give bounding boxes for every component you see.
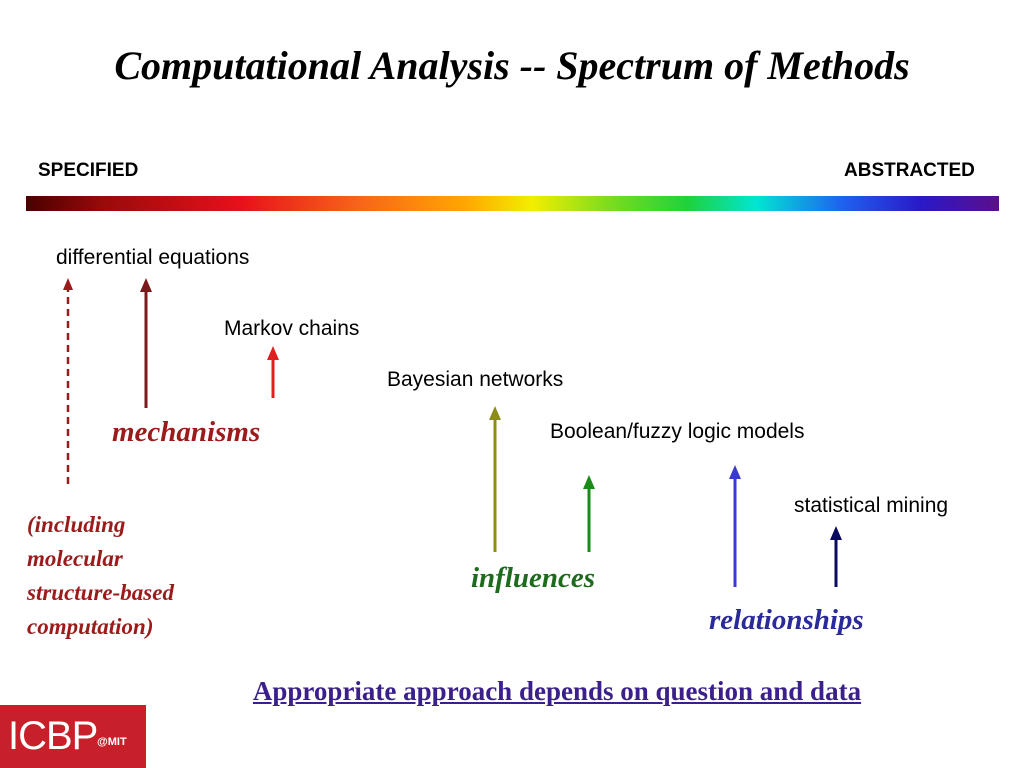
method-boolean-fuzzy-logic: Boolean/fuzzy logic models	[550, 420, 805, 443]
arrow-differential-equations	[140, 278, 152, 408]
method-differential-equations: differential equations	[56, 246, 250, 269]
logo-sub-text: @MIT	[97, 736, 127, 748]
category-relationships: relationships	[709, 604, 864, 636]
method-markov-chains: Markov chains	[224, 317, 360, 340]
arrow-statistical-mining	[830, 526, 842, 587]
arrow-boolean-fuzzy	[583, 475, 595, 552]
arrow-relationships	[729, 465, 741, 587]
category-influences: influences	[471, 562, 596, 594]
spectrum-bar	[26, 196, 999, 211]
icbp-logo: ICBP @MIT	[0, 705, 146, 768]
method-statistical-mining: statistical mining	[794, 494, 949, 517]
spectrum-label-specified: SPECIFIED	[38, 160, 139, 181]
note-line-2: molecular	[27, 546, 123, 571]
arrow-dashed-molecular	[63, 278, 73, 484]
slide-title: Computational Analysis -- Spectrum of Me…	[114, 43, 910, 88]
note-line-4: computation)	[27, 614, 154, 639]
mechanisms-note: (including molecular structure-based com…	[27, 508, 257, 644]
conclusion-text: Appropriate approach depends on question…	[252, 676, 862, 706]
arrow-bayesian-networks	[489, 406, 501, 552]
spectrum-label-abstracted: ABSTRACTED	[844, 160, 975, 181]
note-line-3: structure-based	[27, 580, 174, 605]
note-line-1: (including	[27, 512, 126, 537]
arrow-markov-chains	[267, 346, 279, 398]
method-bayesian-networks: Bayesian networks	[387, 368, 564, 391]
logo-main-text: ICBP	[8, 714, 98, 758]
category-mechanisms: mechanisms	[112, 416, 261, 448]
